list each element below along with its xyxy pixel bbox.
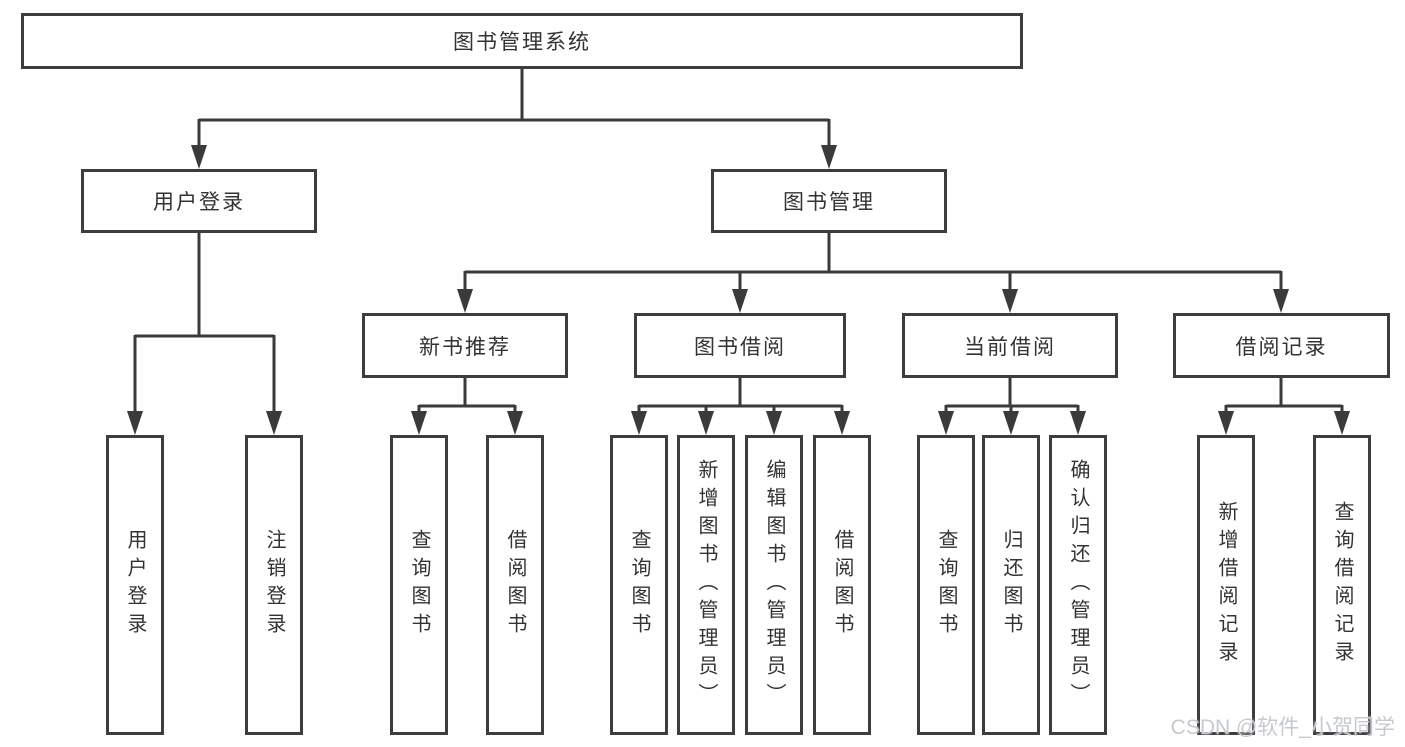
leaf-borrow-books: 借阅图书 bbox=[813, 435, 871, 735]
leaf-edit-book-admin: 编辑图书（管理员） bbox=[745, 435, 803, 735]
node-label: 图书管理系统 bbox=[453, 31, 591, 54]
connector-current-borrowing-to-leaves bbox=[938, 378, 1086, 435]
node-label: 借阅图书 bbox=[831, 529, 853, 641]
node-label: 当前借阅 bbox=[964, 335, 1056, 359]
leaf-return-book: 归还图书 bbox=[982, 435, 1040, 735]
node-label: 借阅图书 bbox=[504, 529, 526, 641]
node-label: 图书管理 bbox=[783, 191, 875, 214]
node-label: 新增图书（管理员） bbox=[695, 459, 717, 711]
node-label: 新书推荐 bbox=[419, 335, 511, 359]
node-label: 用户登录 bbox=[124, 529, 146, 641]
connector-new-book-recommend-to-leaves bbox=[411, 378, 523, 435]
node-label: 借阅记录 bbox=[1235, 335, 1328, 359]
node-label: 图书借阅 bbox=[694, 335, 786, 359]
node-label: 编辑图书（管理员） bbox=[763, 459, 785, 711]
leaf-logout: 注销登录 bbox=[245, 435, 303, 735]
node-label: 注销登录 bbox=[263, 529, 285, 641]
connector-borrowing-records-to-leaves bbox=[1218, 378, 1350, 435]
node-borrowing-records: 借阅记录 bbox=[1173, 313, 1390, 378]
leaf-confirm-return-admin: 确认归还（管理员） bbox=[1049, 435, 1107, 735]
leaf-user-login: 用户登录 bbox=[106, 435, 164, 735]
leaf-query-books-borrowing: 查询图书 bbox=[610, 435, 668, 735]
connector-root-to-level2 bbox=[191, 69, 837, 169]
node-book-borrowing: 图书借阅 bbox=[634, 313, 846, 378]
node-label: 确认归还（管理员） bbox=[1067, 459, 1089, 711]
node-label: 归还图书 bbox=[1000, 529, 1022, 641]
node-label: 查询图书 bbox=[935, 529, 957, 641]
node-library-management-system: 图书管理系统 bbox=[21, 13, 1023, 69]
connector-book-management-to-level3 bbox=[457, 233, 1289, 313]
leaf-query-books-current: 查询图书 bbox=[917, 435, 975, 735]
node-current-borrowing: 当前借阅 bbox=[902, 313, 1118, 378]
node-label: 查询图书 bbox=[628, 529, 650, 641]
node-label: 查询借阅记录 bbox=[1331, 501, 1353, 669]
leaf-add-borrow-record: 新增借阅记录 bbox=[1197, 435, 1255, 735]
leaf-add-book-admin: 新增图书（管理员） bbox=[677, 435, 735, 735]
node-label: 新增借阅记录 bbox=[1215, 501, 1237, 669]
node-user-login: 用户登录 bbox=[81, 169, 317, 233]
leaf-query-borrow-record: 查询借阅记录 bbox=[1313, 435, 1371, 735]
node-label: 查询图书 bbox=[408, 529, 430, 641]
node-new-book-recommend: 新书推荐 bbox=[362, 313, 568, 378]
node-label: 用户登录 bbox=[153, 191, 245, 214]
leaf-query-books-recommend: 查询图书 bbox=[390, 435, 448, 735]
connector-book-borrowing-to-leaves bbox=[631, 378, 850, 435]
node-book-management: 图书管理 bbox=[711, 169, 947, 233]
connector-user-login-to-leaves bbox=[127, 233, 282, 435]
csdn-watermark: CSDN @软件_小贺同学 bbox=[1170, 716, 1395, 739]
leaf-borrow-books-recommend: 借阅图书 bbox=[486, 435, 544, 735]
